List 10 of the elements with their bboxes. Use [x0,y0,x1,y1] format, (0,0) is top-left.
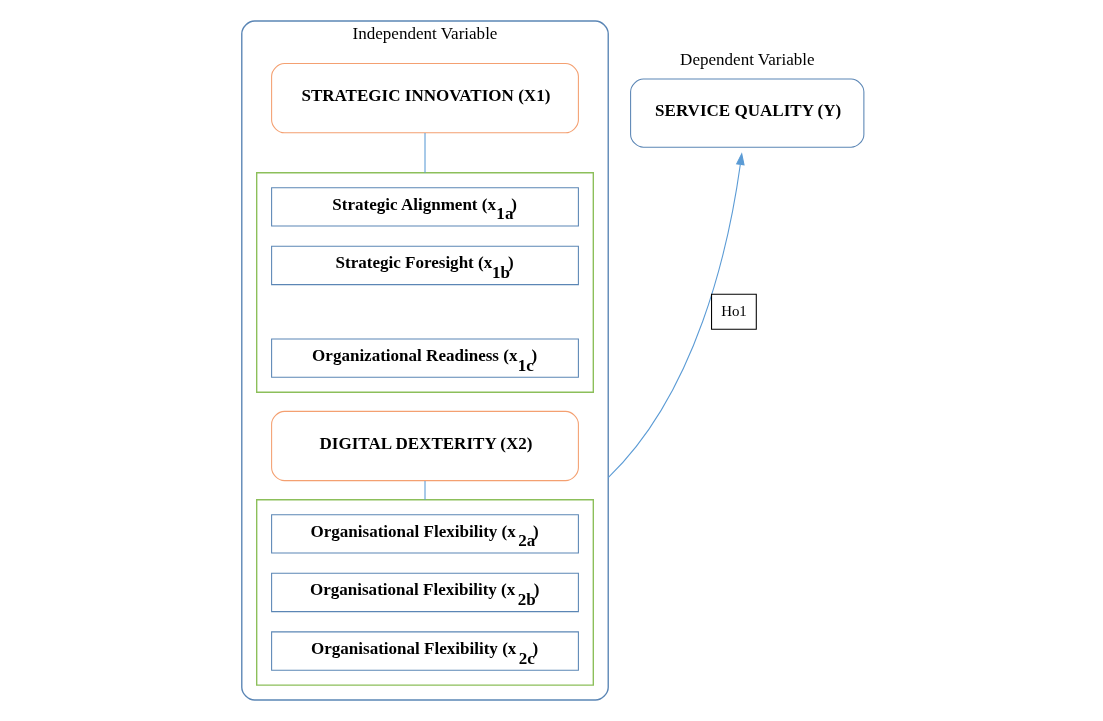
node-box: STRATEGIC INNOVATION (X1) [271,63,579,134]
node-label: Dependent Variable [680,49,815,69]
node-box: SERVICE QUALITY (Y) [630,78,865,148]
arrow [607,152,745,479]
node-box: DIGITAL DEXTERITY (X2) [271,410,579,482]
connector [424,480,426,501]
connector [424,132,426,174]
cluster [256,172,594,393]
edge-label: Ho1 [721,303,747,320]
cluster [256,499,594,686]
